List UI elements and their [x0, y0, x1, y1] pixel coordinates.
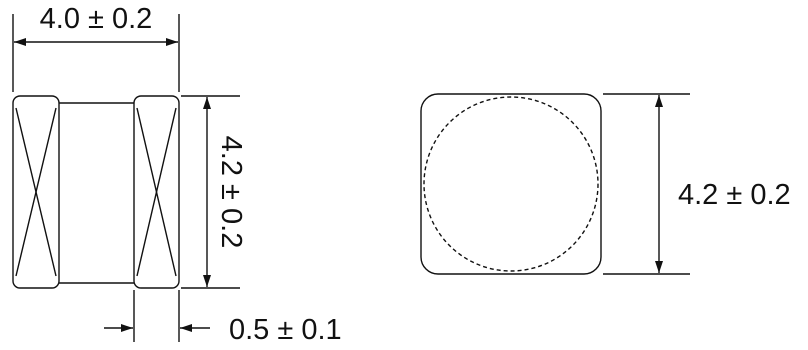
- left-flange: [12, 95, 60, 289]
- top-view: [420, 93, 602, 275]
- top-height-label: 4.2 ± 0.2: [678, 179, 791, 211]
- side-view: [12, 95, 180, 289]
- winding-circle: [423, 96, 599, 272]
- terminal-width-dimension: [104, 290, 210, 342]
- left-flange-cross: [15, 107, 57, 277]
- side-height-label: 4.2 ± 0.2: [215, 136, 247, 249]
- terminal-width-label: 0.5 ± 0.1: [229, 314, 342, 346]
- right-flange: [133, 95, 180, 289]
- side-width-dimension: [12, 14, 180, 92]
- side-width-label: 4.0 ± 0.2: [40, 3, 153, 35]
- top-view-outline: [420, 93, 602, 275]
- top-height-dimension: [603, 93, 690, 275]
- side-height-dimension: [181, 95, 240, 289]
- right-flange-cross: [136, 107, 177, 277]
